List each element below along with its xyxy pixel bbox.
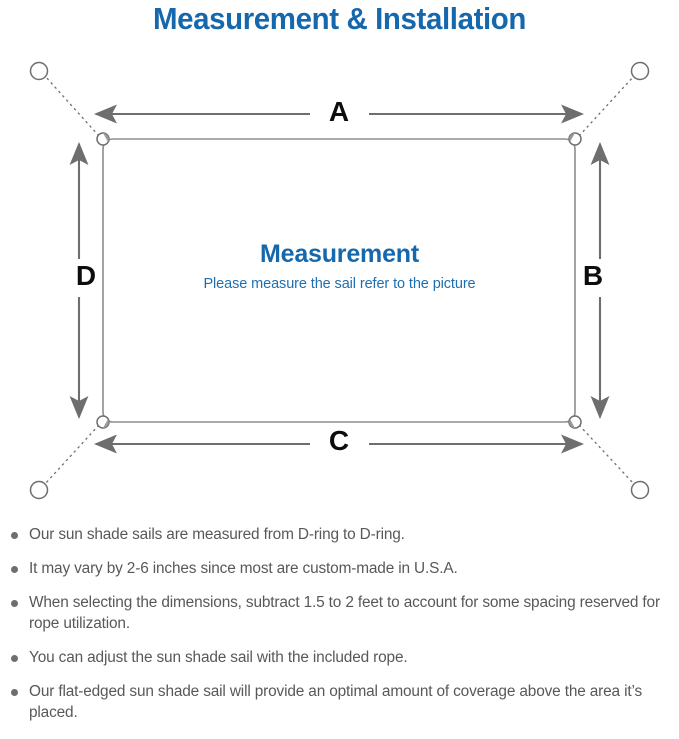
note-text: When selecting the dimensions, subtract … bbox=[29, 594, 660, 632]
note-text: You can adjust the sun shade sail with t… bbox=[29, 649, 408, 666]
notes-list: Our sun shade sails are measured from D-… bbox=[0, 524, 679, 736]
bullet-icon bbox=[11, 689, 18, 696]
rope-bottom-left bbox=[44, 424, 100, 485]
dimension-label-b: B bbox=[582, 260, 604, 291]
list-item: When selecting the dimensions, subtract … bbox=[0, 592, 679, 634]
rope-top-right bbox=[578, 75, 635, 137]
list-item: It may vary by 2-6 inches since most are… bbox=[0, 558, 679, 579]
dimension-label-c: C bbox=[328, 425, 350, 456]
note-text: Our sun shade sails are measured from D-… bbox=[29, 526, 405, 543]
list-item: Our flat-edged sun shade sail will provi… bbox=[0, 681, 679, 723]
anchor-ring-bottom-right bbox=[630, 480, 650, 500]
bullet-icon bbox=[11, 600, 18, 607]
list-item: You can adjust the sun shade sail with t… bbox=[0, 647, 679, 668]
bullet-icon bbox=[11, 655, 18, 662]
sail-diagram: Measurement Please measure the sail refe… bbox=[0, 44, 679, 514]
note-text: Our flat-edged sun shade sail will provi… bbox=[29, 683, 643, 721]
sail-diagram-svg bbox=[29, 61, 650, 500]
d-ring-lobe-top-right bbox=[569, 133, 575, 142]
rope-top-left bbox=[44, 75, 100, 137]
anchor-ring-top-right bbox=[630, 61, 650, 81]
d-ring-lobe-top-left bbox=[103, 133, 109, 142]
page-title: Measurement & Installation bbox=[152, 1, 527, 36]
sail-body bbox=[102, 138, 576, 423]
d-ring-lobe-bottom-left bbox=[103, 419, 109, 428]
rope-bottom-right bbox=[578, 424, 635, 485]
anchor-ring-top-left bbox=[29, 61, 49, 81]
bullet-icon bbox=[11, 566, 18, 573]
bullet-icon bbox=[11, 532, 18, 539]
anchor-ring-bottom-left bbox=[29, 480, 49, 500]
list-item: Our sun shade sails are measured from D-… bbox=[0, 524, 679, 545]
dimension-label-d: D bbox=[75, 260, 97, 291]
d-ring-lobe-bottom-right bbox=[569, 419, 575, 428]
note-text: It may vary by 2-6 inches since most are… bbox=[29, 560, 458, 577]
dimension-label-a: A bbox=[328, 96, 350, 127]
